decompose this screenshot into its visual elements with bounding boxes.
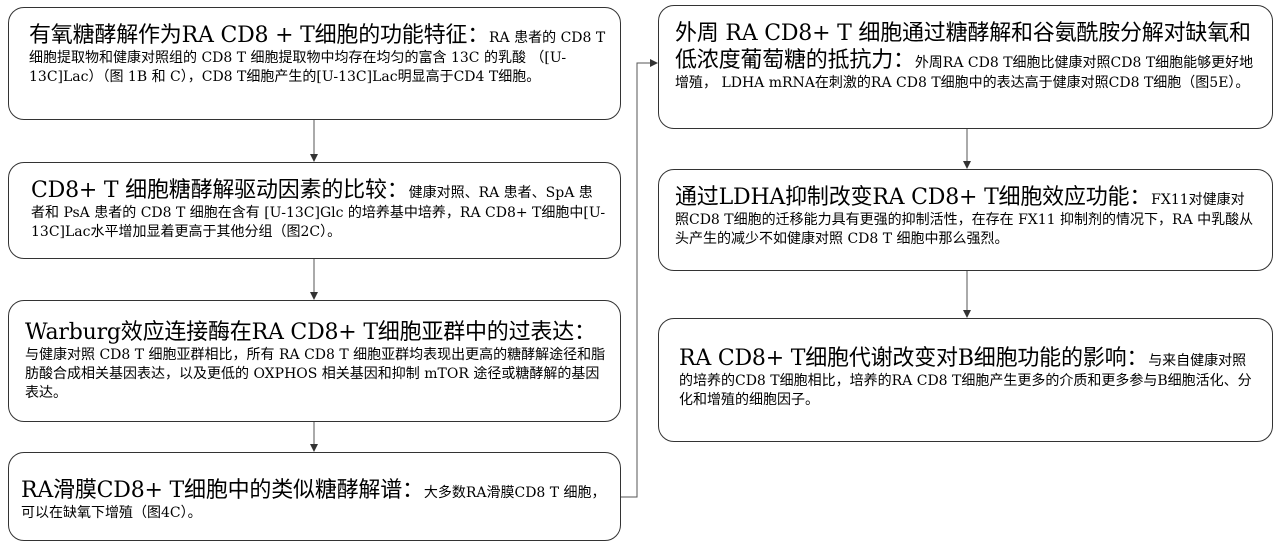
flow-box-right-2: 通过LDHA抑制改变RA CD8+ T细胞效应功能：FX11对健康对照CD8 T… bbox=[658, 169, 1273, 271]
box-title: Warburg效应连接酶在RA CD8+ T细胞亚群中的过表达： bbox=[25, 320, 596, 345]
box-title: 有氧糖酵解作为RA CD8 + T细胞的功能特征： bbox=[29, 23, 490, 48]
box-title: 通过LDHA抑制改变RA CD8+ T细胞效应功能： bbox=[675, 185, 1152, 210]
flow-box-right-3: RA CD8+ T细胞代谢改变对B细胞功能的影响：与来自健康对照的培养的CD8 … bbox=[658, 318, 1273, 442]
box-title: RA滑膜CD8+ T细胞中的类似糖酵解谱： bbox=[21, 478, 424, 503]
flow-box-right-1: 外周 RA CD8+ T 细胞通过糖酵解和谷氨酰胺分解对缺氧和低浓度葡萄糖的抵抗… bbox=[658, 5, 1273, 129]
box-text: RA 患者的 CD8 T 细胞提取物和健康对照组的 CD8 T 细胞提取物中均存… bbox=[29, 30, 606, 85]
flow-box-left-4: RA滑膜CD8+ T细胞中的类似糖酵解谱：大多数RA滑膜CD8 T 细胞，可以在… bbox=[8, 452, 621, 541]
box-title: CD8+ T 细胞糖酵解驱动因素的比较： bbox=[31, 178, 409, 203]
flow-box-left-2: CD8+ T 细胞糖酵解驱动因素的比较：健康对照、RA 患者、SpA 患者和 P… bbox=[8, 162, 621, 259]
arrow-left-4-to-right-1 bbox=[621, 59, 658, 498]
box-text: 外周RA CD8 T细胞比健康对照CD8 T细胞能够更好地增殖， LDHA mR… bbox=[675, 55, 1254, 91]
box-text: 大多数RA滑膜CD8 T 细胞，可以在缺氧下增殖（图4C）。 bbox=[21, 485, 606, 521]
box-text: FX11对健康对照CD8 T细胞的迁移能力具有更强的抑制活性，在存在 FX11 … bbox=[675, 192, 1254, 247]
box-text: 健康对照、RA 患者、SpA 患者和 PsA 患者的 CD8 T 细胞在含有 [… bbox=[31, 185, 606, 240]
box-title: 外周 RA CD8+ T 细胞通过糖酵解和谷氨酰胺分解对缺氧和低浓度葡萄糖的抵抗… bbox=[675, 21, 1251, 73]
flow-box-left-1: 有氧糖酵解作为RA CD8 + T细胞的功能特征：RA 患者的 CD8 T 细胞… bbox=[8, 7, 621, 120]
box-title: RA CD8+ T细胞代谢改变对B细胞功能的影响： bbox=[679, 346, 1149, 371]
box-text: 与健康对照 CD8 T 细胞亚群相比，所有 RA CD8 T 细胞亚群均表现出更… bbox=[25, 347, 606, 401]
box-text: 与来自健康对照的培养的CD8 T细胞相比，培养的RA CD8 T细胞产生更多的介… bbox=[679, 353, 1252, 408]
flow-box-left-3: Warburg效应连接酶在RA CD8+ T细胞亚群中的过表达：与健康对照 CD… bbox=[8, 300, 621, 422]
